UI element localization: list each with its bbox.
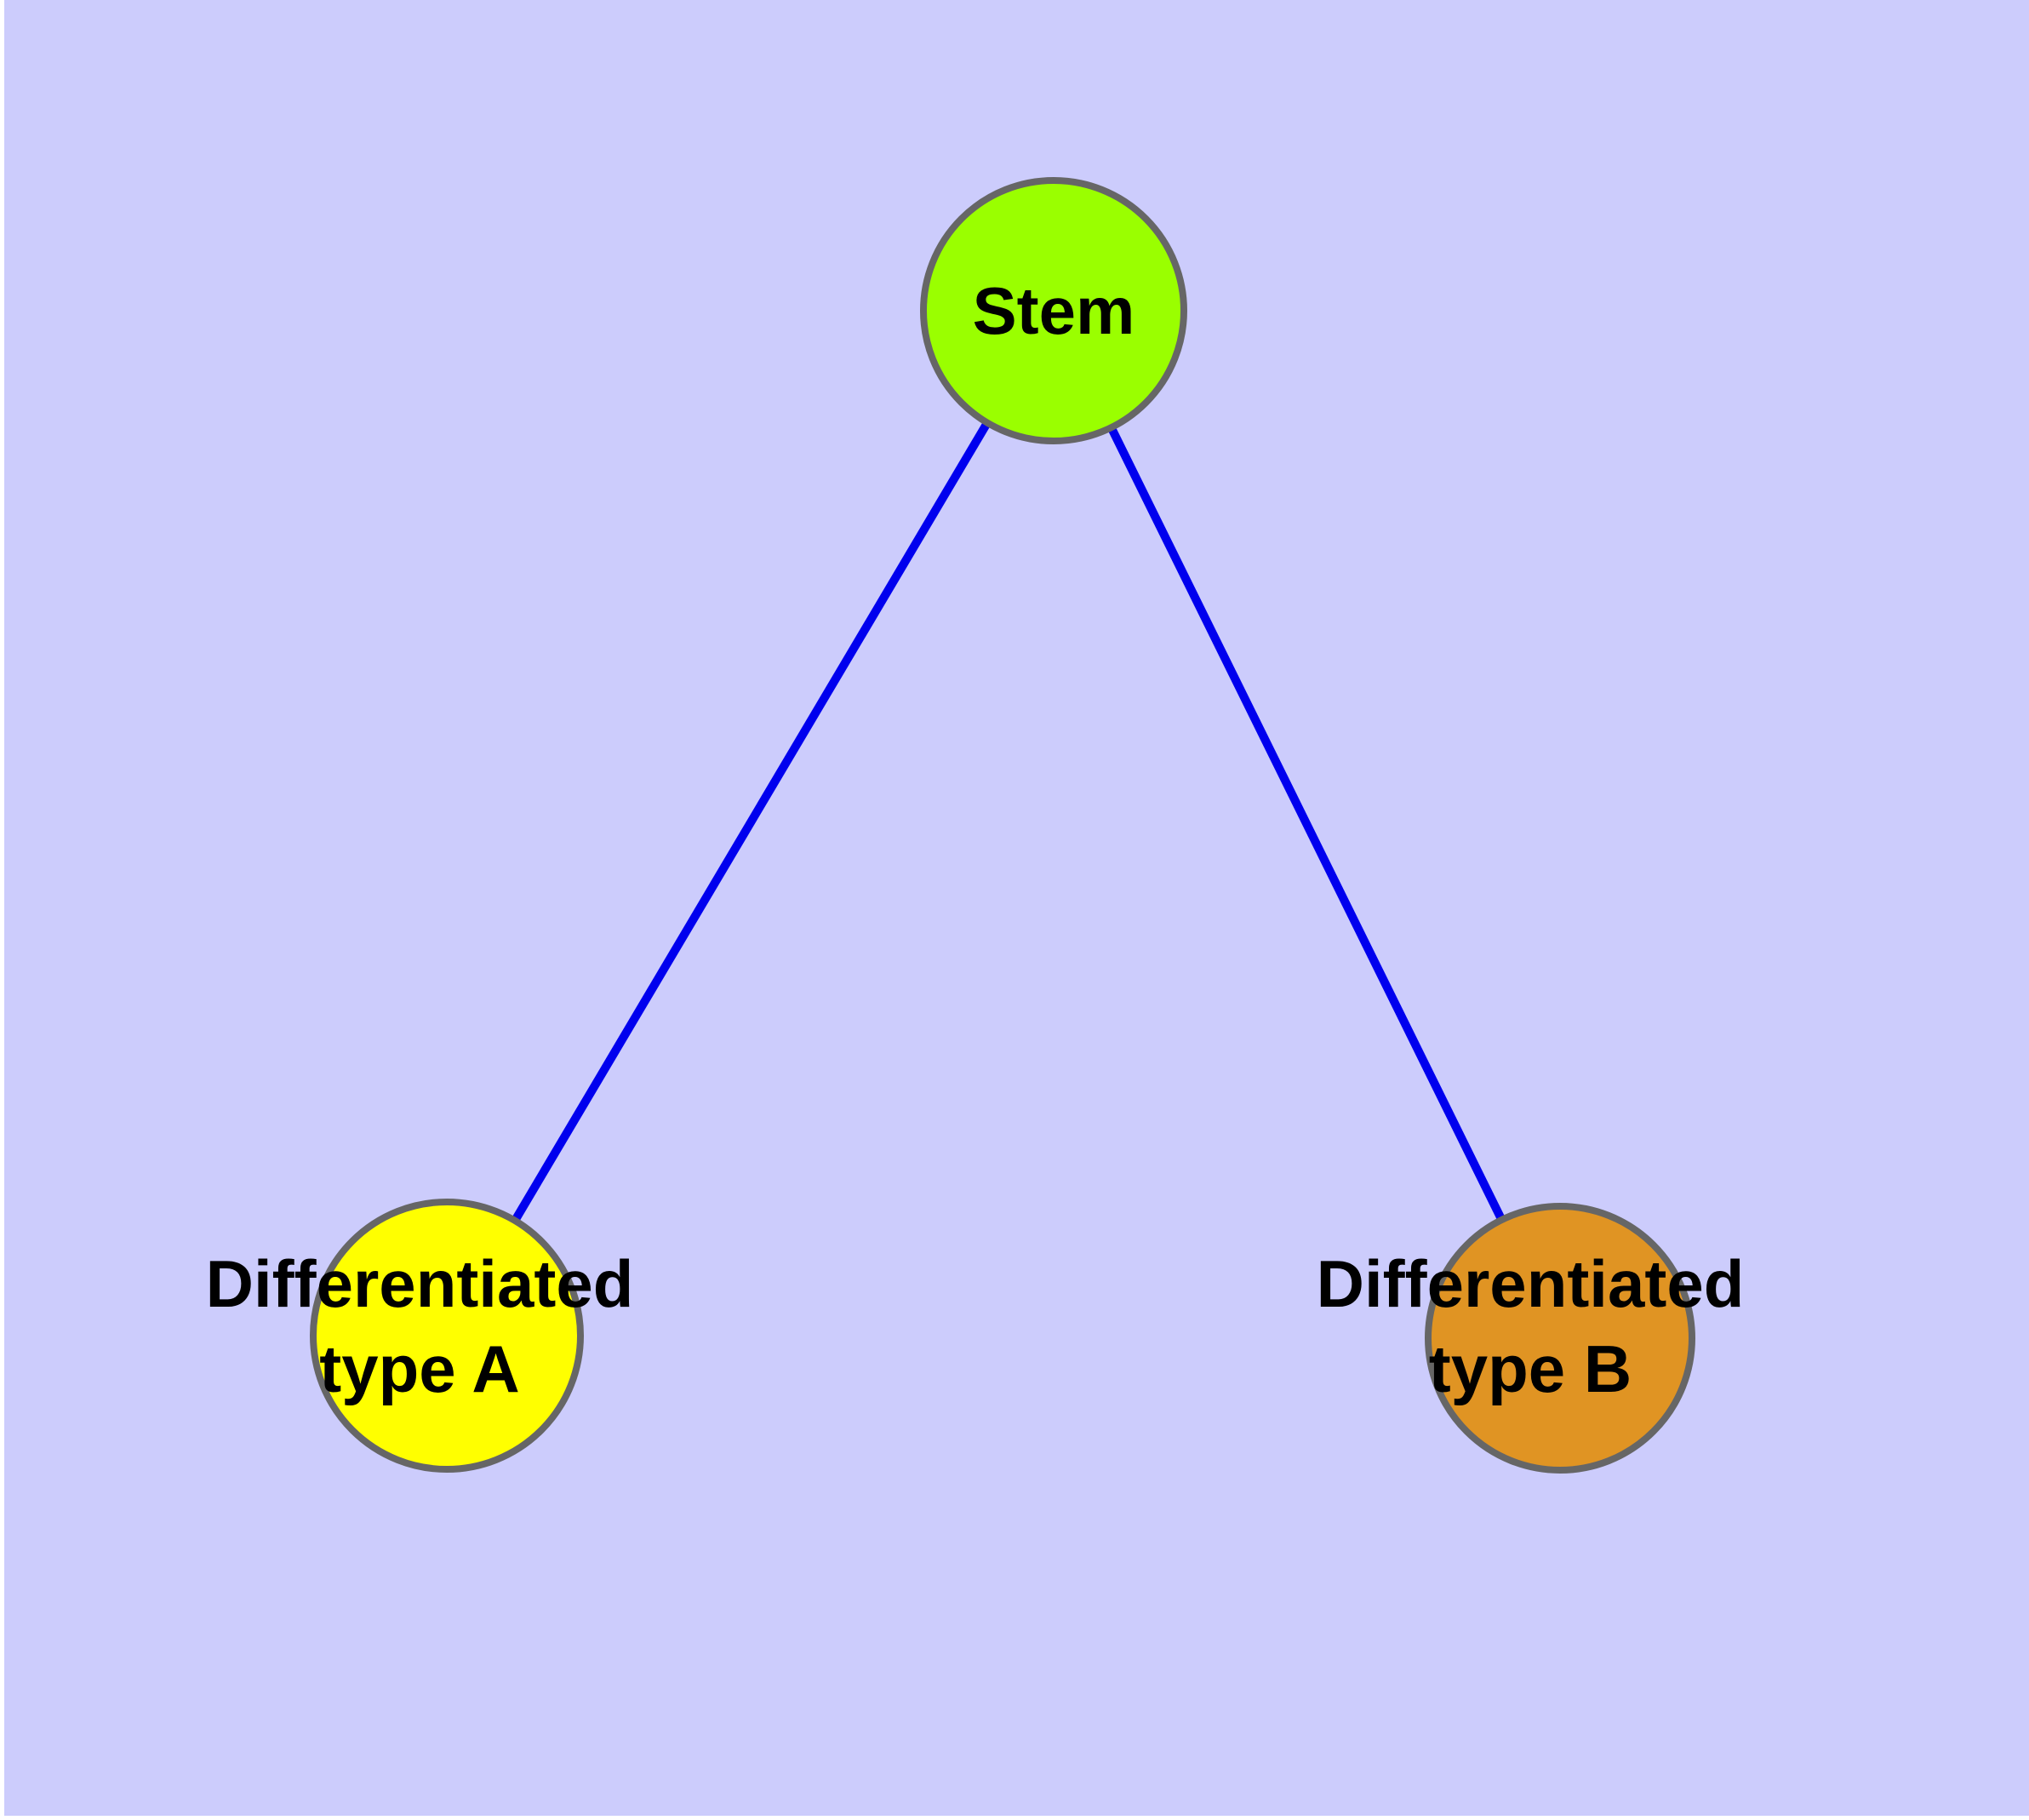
node-label-diff_b-line2: type B	[1429, 1331, 1632, 1406]
node-label-stem-line1: Stem	[973, 273, 1135, 348]
nodes-layer	[310, 177, 1695, 1474]
graph-edge	[1049, 308, 1564, 1341]
node-label-diff_b-line1: Differentiated	[1317, 1246, 1745, 1321]
node-label-diff_a-line1: Differentiated	[206, 1246, 634, 1321]
graph-edge	[443, 308, 1058, 1338]
graph-node-diff_a[interactable]	[310, 1199, 584, 1473]
node-label-diff_a-line2: type A	[319, 1331, 520, 1406]
graph-node-diff_b[interactable]	[1425, 1203, 1695, 1474]
edges-layer	[443, 308, 1564, 1341]
graph-node-stem[interactable]	[920, 177, 1187, 444]
